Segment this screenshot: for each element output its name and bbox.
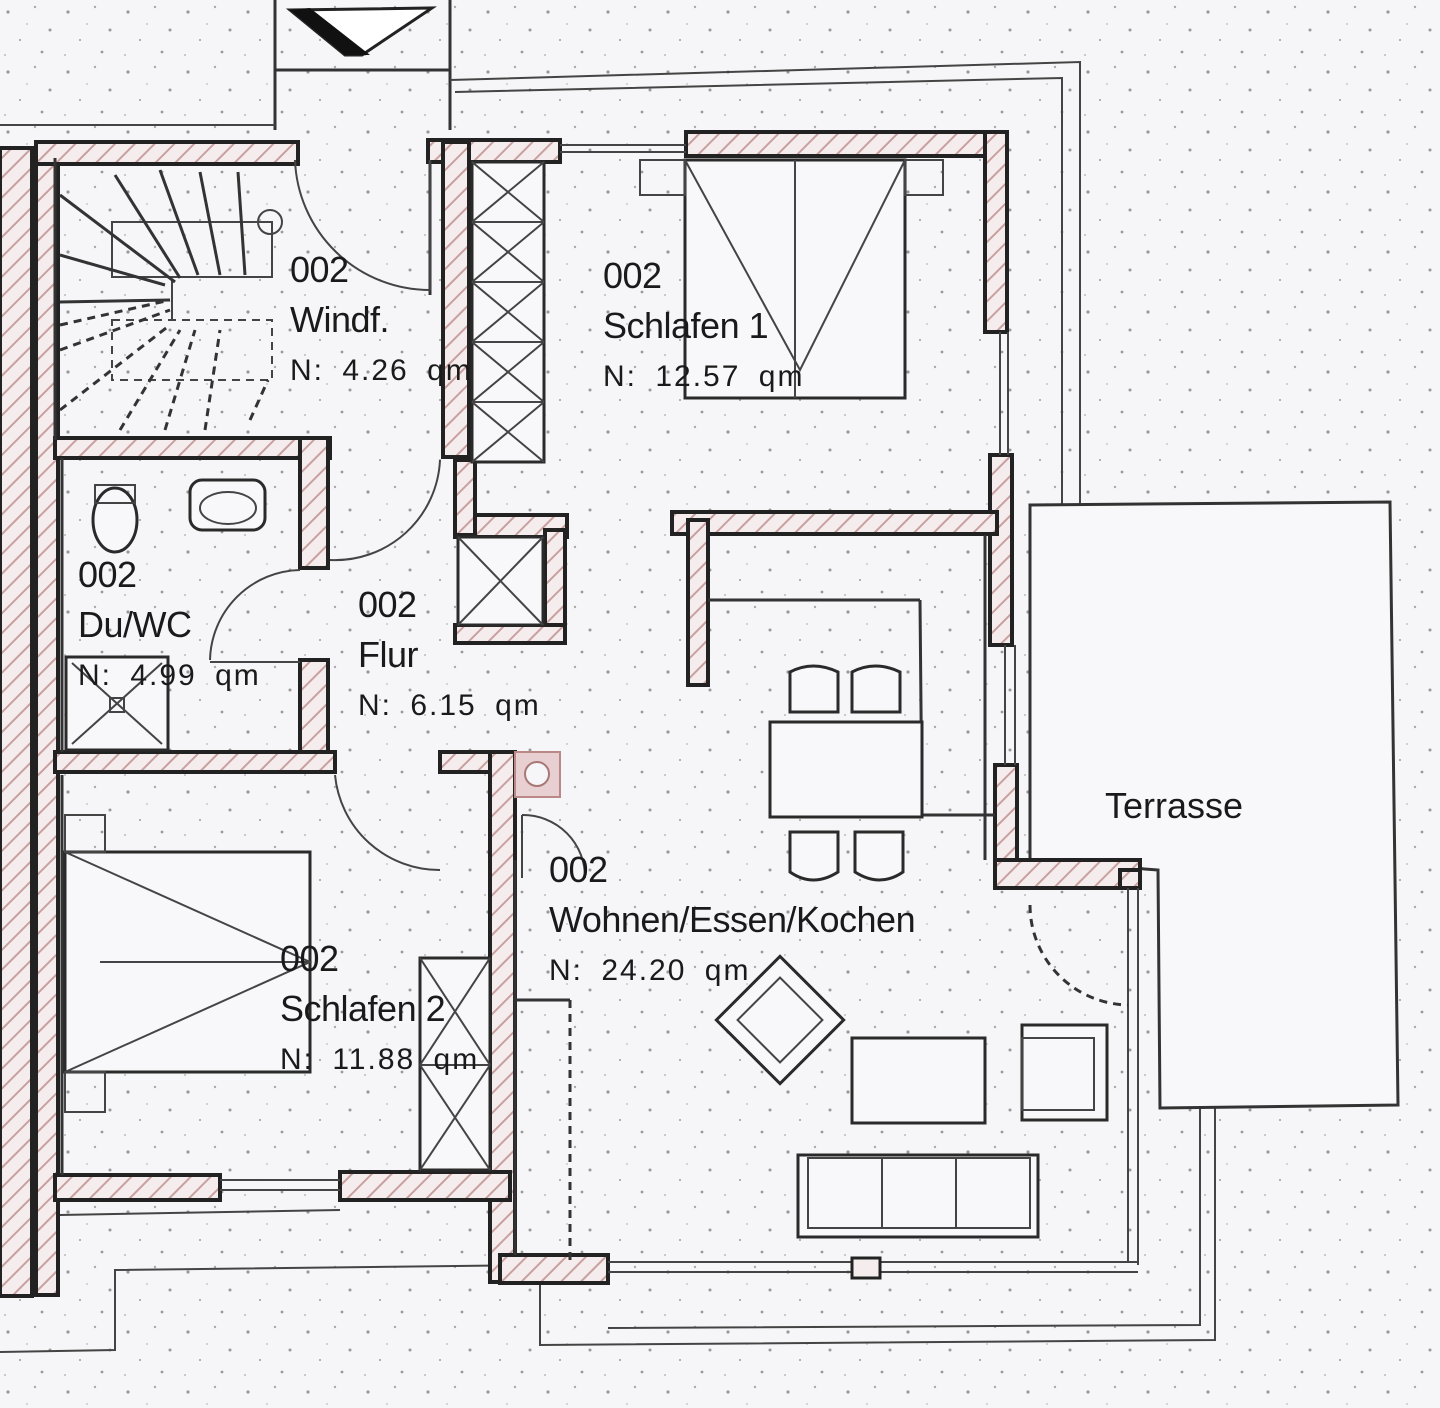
walls [0,130,1142,1298]
sofa-icon [796,1153,1040,1239]
chair-icon [850,664,902,714]
entrance-canopy [273,0,452,130]
single-bed-icon [63,814,313,1113]
dining-table-icon [768,664,924,882]
wardrobe-icon [418,160,546,1172]
doors [209,159,1129,1007]
chair-icon [788,830,840,882]
toilet-icon [91,486,139,554]
coffee-table-icon [850,1036,987,1125]
double-bed-icon [639,158,944,400]
living-furniture [714,954,1109,1239]
chair-icon [788,664,840,714]
window-post [850,1256,882,1280]
washbasin-icon [188,478,267,532]
bathroom-fixtures [64,478,267,752]
staircase-icon [59,169,283,431]
chair-icon [853,830,905,882]
armchair-icon [714,954,846,1086]
interior-lines [53,158,995,1260]
chimney-icon [514,751,561,798]
windows [220,144,1139,1280]
